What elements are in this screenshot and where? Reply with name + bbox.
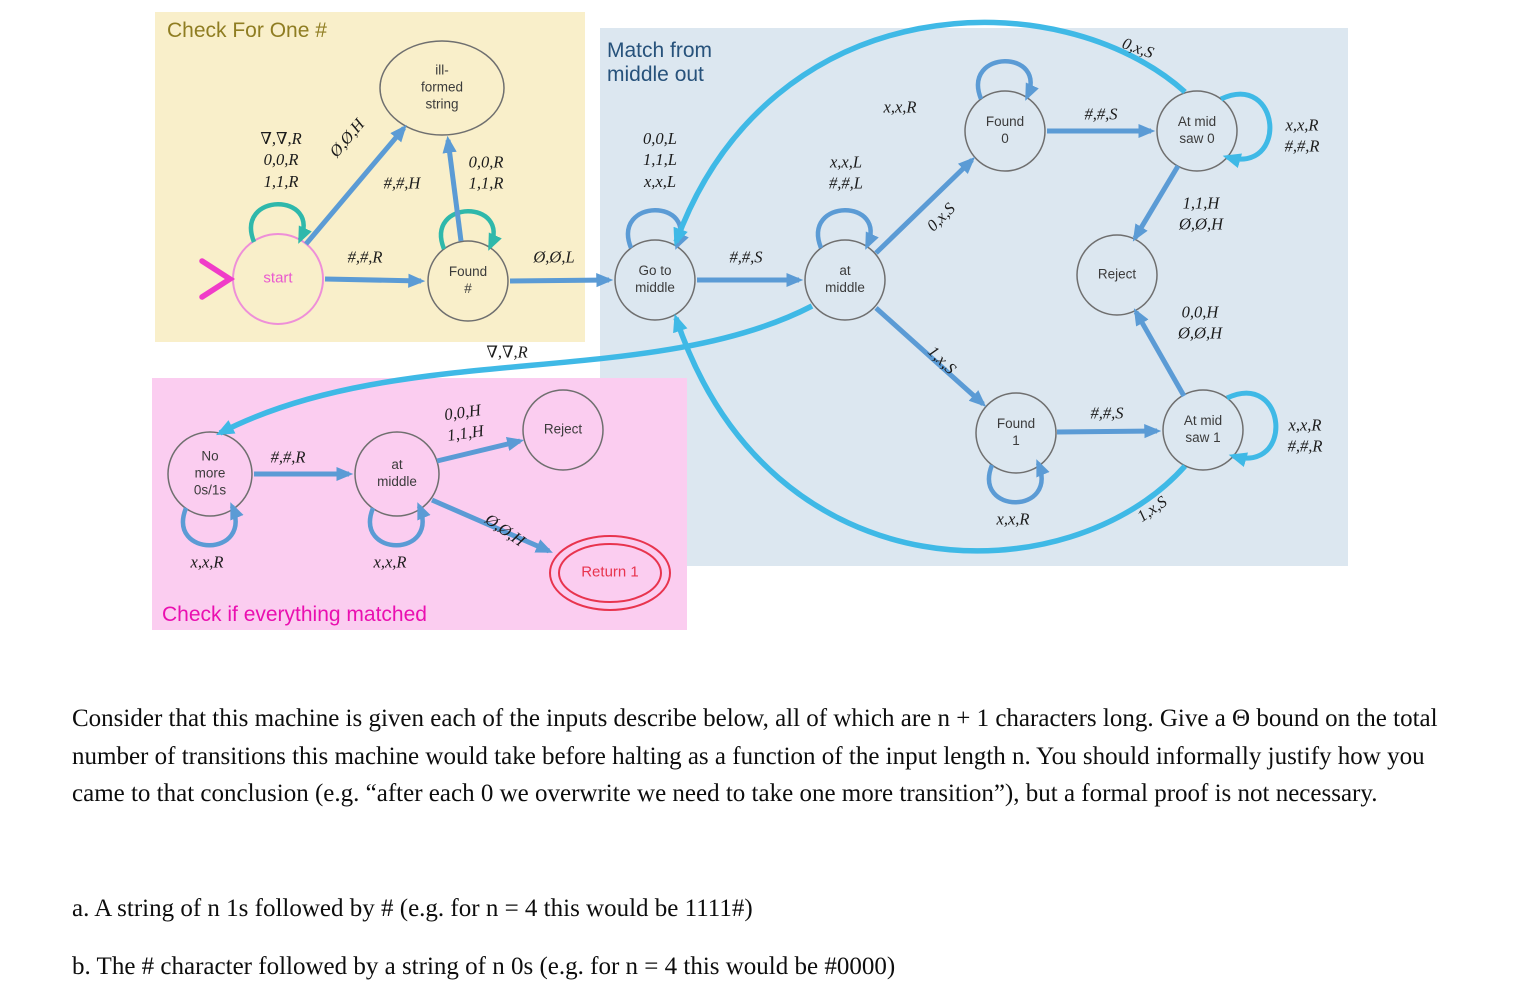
state-at-mid-saw-0-circle	[1156, 90, 1238, 172]
edge-found-0-self-arrow	[976, 59, 1039, 101]
edge-at-mid-saw-1-to-go-to-middle-arc	[673, 313, 1188, 554]
edge-found-hash-self-arrow	[439, 209, 502, 251]
edge-found-1-to-at-mid-saw-1-arrow	[1056, 423, 1162, 439]
edge-label-found-0-self: x,x,R	[883, 97, 917, 117]
state-return-1-label: Return 1	[581, 563, 639, 581]
edge-label-found-1-to-at-mid-saw-1: #,#,S	[1090, 403, 1124, 423]
edge-no-more-self-arrow	[180, 502, 244, 548]
edge-at-middle-self-arrow	[816, 208, 879, 250]
state-return-1-inner-circle	[558, 543, 662, 603]
state-at-middle-check-circle	[354, 431, 440, 517]
region-title-check-if-everything-matched: Check if everything matched	[162, 603, 427, 626]
state-found-1-label: Found 1	[996, 416, 1036, 448]
state-return-1-outer-circle	[549, 535, 671, 611]
edge-at-middle-check-self-arrow	[367, 502, 431, 548]
edge-found-hash-to-go-to-middle-arrow	[509, 272, 614, 288]
edge-label-go-to-middle-to-at-middle: #,#,S	[729, 247, 763, 267]
edge-label-found-hash-self: 0,0,R 1,1,R	[468, 152, 504, 193]
edge-label-at-mid-saw-1-self: x,x,R #,#,R	[1287, 415, 1323, 456]
state-found-hash-label: Found #	[448, 264, 488, 296]
question-item-a: a. A string of n 1s followed by # (e.g. …	[72, 895, 753, 922]
state-at-middle-label: at middle	[825, 263, 865, 295]
state-no-more-circle	[167, 431, 253, 517]
state-go-to-middle-label: Go to middle	[635, 263, 675, 295]
edge-label-start-to-found-hash: #,#,R	[347, 247, 383, 267]
region-title-check-for-one-hash: Check For One #	[167, 19, 327, 42]
state-ill-formed-circle	[379, 40, 505, 136]
edge-at-mid-saw-0-to-reject-arrow	[1132, 164, 1181, 242]
edge-found-hash-to-ill-formed-arrow	[442, 135, 464, 242]
state-at-mid-saw-1-label: At mid saw 1	[1183, 413, 1223, 445]
edge-at-mid-saw-1-to-reject-arrow	[1133, 308, 1187, 398]
edge-label-go-to-middle-self: 0,0,L 1,1,L x,x,L	[643, 128, 677, 191]
state-at-mid-saw-0-label: At mid saw 0	[1177, 114, 1217, 146]
state-no-more-label: No more 0s/1s	[193, 448, 227, 498]
edge-at-middle-to-found-0-arrow	[874, 157, 976, 255]
turing-machine-diagram	[152, 12, 1348, 630]
state-found-1-circle	[975, 392, 1057, 474]
edge-at-mid-saw-0-to-go-to-middle-arc	[673, 19, 1187, 247]
edge-label-start-self: ∇,∇,R 0,0,R 1,1,R	[260, 128, 302, 191]
state-found-0-label: Found 0	[985, 114, 1025, 146]
state-go-to-middle-circle	[614, 239, 696, 321]
start-entry-arrow	[199, 258, 236, 300]
edge-label-found-hash-to-go-to-middle: Ø,Ø,L	[533, 247, 575, 267]
edge-label-no-more-self: x,x,R	[190, 552, 224, 572]
state-at-mid-saw-1-circle	[1162, 389, 1244, 471]
edge-label-at-middle-check-self: x,x,R	[373, 552, 407, 572]
region-title-match-from-middle-out: Match from middle out	[607, 39, 713, 87]
state-reject-check-label: Reject	[543, 421, 583, 437]
state-found-hash-circle	[427, 240, 509, 322]
question-paragraph: Consider that this machine is given each…	[72, 705, 1438, 807]
edge-label-at-mid-saw-0-self: x,x,R #,#,R	[1284, 115, 1320, 156]
edge-at-middle-check-to-reject-arrow	[436, 437, 525, 464]
edge-start-to-ill-formed-arrow	[304, 124, 407, 246]
state-reject-top-circle	[1076, 234, 1158, 316]
edge-label-no-more-to-at-middle: #,#,R	[270, 447, 306, 467]
edge-found-1-self-arrow	[986, 459, 1050, 505]
state-ill-formed-label: ill- formed string	[420, 62, 464, 112]
edge-label-found-hash-to-ill-formed: #,#,H	[383, 173, 421, 193]
edge-label-at-middle-self: x,x,L #,#,L	[829, 152, 863, 193]
edge-at-mid-saw-1-self-arrow	[1225, 390, 1279, 468]
edge-label-found-0-to-at-mid-saw-0: #,#,S	[1084, 104, 1118, 124]
edge-at-mid-saw-0-self-arrow	[1219, 91, 1273, 169]
state-reject-check-circle	[522, 389, 604, 471]
state-at-middle-circle	[804, 239, 886, 321]
edge-start-self-arrow	[249, 202, 312, 244]
edge-label-found-1-self: x,x,R	[996, 509, 1030, 529]
region-check-for-one-hash	[155, 12, 585, 342]
edge-at-middle-to-no-more-arc	[216, 303, 814, 436]
state-at-middle-check-label: at middle	[377, 457, 417, 489]
edge-at-middle-check-to-return-1-arrow	[431, 497, 553, 554]
question-item-b: b. The # character followed by a string …	[72, 953, 896, 980]
edge-label-at-middle-check-to-reject: 0,0,H 1,1,H	[442, 400, 485, 446]
edge-label-at-mid-saw-0-to-reject: 1,1,H Ø,Ø,H	[1179, 193, 1223, 234]
edge-at-middle-to-found-1-arrow	[874, 306, 987, 407]
state-start-label: start	[263, 269, 293, 287]
state-found-0-circle	[964, 90, 1046, 172]
edge-start-to-found-hash-arrow	[324, 273, 426, 288]
edge-label-at-middle-to-no-more: ∇,∇,R	[486, 342, 528, 362]
edge-label-at-mid-saw-1-to-reject: 0,0,H Ø,Ø,H	[1178, 302, 1222, 343]
state-reject-top-label: Reject	[1097, 266, 1137, 282]
